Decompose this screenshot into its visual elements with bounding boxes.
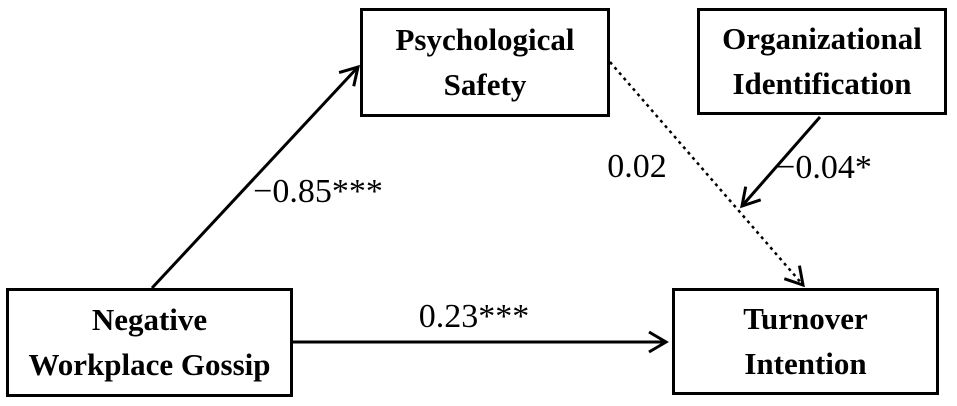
coefficient-gossip-to-safety: −0.85*** bbox=[253, 173, 383, 210]
box-negative-workplace-gossip-line2: Workplace Gossip bbox=[28, 346, 271, 382]
box-turnover-intention-line2: Intention bbox=[744, 345, 867, 381]
coefficient-safety-to-turnover: 0.02 bbox=[607, 148, 667, 185]
box-negative-workplace-gossip: Negative Workplace Gossip bbox=[6, 288, 293, 397]
box-organizational-identification: Organizational Identification bbox=[697, 8, 947, 115]
box-negative-workplace-gossip-line1: Negative bbox=[91, 302, 208, 338]
box-psychological-safety: Psychological Safety bbox=[360, 8, 610, 117]
coefficient-identification-moderation: −0.04* bbox=[776, 149, 872, 186]
arrow-gossip-to-safety bbox=[150, 64, 361, 290]
box-turnover-intention-line1: Turnover bbox=[743, 301, 868, 337]
box-turnover-intention: Turnover Intention bbox=[672, 288, 939, 395]
arrow-safety-to-turnover bbox=[609, 61, 805, 288]
arrow-identification-to-mediation-path bbox=[740, 116, 822, 209]
coefficient-gossip-to-turnover: 0.23*** bbox=[418, 298, 530, 335]
box-organizational-identification-line1: Organizational bbox=[722, 21, 922, 57]
box-psychological-safety-line2: Safety bbox=[443, 66, 527, 102]
box-organizational-identification-line2: Identification bbox=[732, 65, 912, 101]
box-psychological-safety-line1: Psychological bbox=[395, 22, 575, 58]
